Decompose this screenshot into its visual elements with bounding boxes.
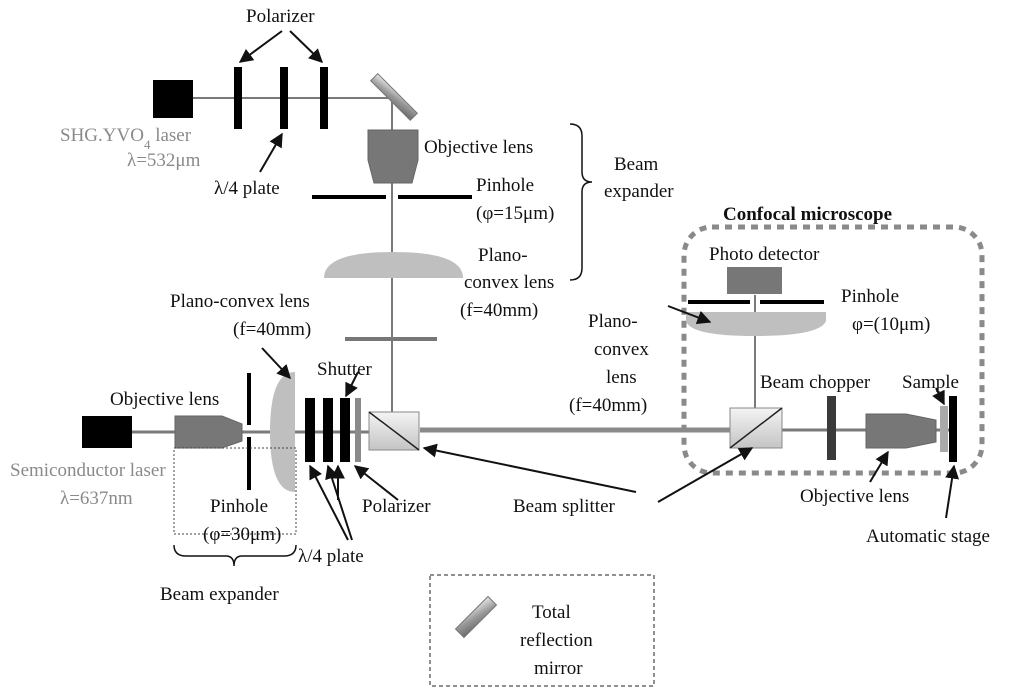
quarter-plate-b <box>323 398 333 462</box>
label-shg-wavelength: λ=532μm <box>127 150 201 171</box>
arrow-polarizer-1 <box>238 30 283 63</box>
arrow-shutter <box>345 371 359 398</box>
arrow-objective-right <box>869 450 889 483</box>
arrow-stage <box>945 464 960 519</box>
label-automatic-stage: Automatic stage <box>866 526 990 547</box>
arrow-polarizer-bottom-1 <box>353 465 399 501</box>
label-pinhole-right-size: φ=(10μm) <box>852 314 930 335</box>
label-legend-2: reflection <box>520 630 593 651</box>
label-polarizer-top: Polarizer <box>246 6 315 27</box>
label-shg-laser-prefix: SHG.YVO <box>60 125 144 146</box>
arrow-quarter-top <box>259 132 283 173</box>
semiconductor-laser-box <box>82 416 132 448</box>
quarter-wave-plate-top <box>280 67 288 129</box>
beam-expander-brace-bottom <box>173 544 297 567</box>
beam-expander-brace-top <box>569 123 593 281</box>
automatic-stage <box>949 396 957 462</box>
label-confocal-microscope: Confocal microscope <box>723 204 892 225</box>
label-shg-laser: SHG.YVO4 laser <box>60 125 192 152</box>
label-plano-right-4: (f=40mm) <box>569 395 647 416</box>
label-beam-chopper: Beam chopper <box>760 372 871 393</box>
sample <box>940 406 948 452</box>
legend-mirror-icon <box>454 595 498 639</box>
beam-chopper <box>827 396 836 460</box>
label-semiconductor-wavelength: λ=637nm <box>60 488 133 509</box>
label-plano-left-2: (f=40mm) <box>233 319 311 340</box>
label-pinhole-left: Pinhole <box>210 496 268 517</box>
polarizer-plate-2 <box>320 67 328 129</box>
label-plano-right-2: convex <box>594 339 649 360</box>
plano-convex-lens-right <box>686 312 826 336</box>
label-quarter-plate-bottom: λ/4 plate <box>298 546 364 567</box>
label-pinhole-right: Pinhole <box>841 286 899 307</box>
legend-box <box>429 574 655 687</box>
arrow-quarter-bottom-1 <box>309 464 349 541</box>
arrow-plano-right <box>667 305 712 325</box>
beam-expander-dotted-box <box>173 447 297 535</box>
quarter-plate-a <box>305 398 315 462</box>
label-legend-3: mirror <box>534 658 583 679</box>
beam-splitter-left-diagonal <box>368 411 420 451</box>
polarizer-plate-left <box>340 398 350 462</box>
arrow-plano-left <box>261 347 291 380</box>
arrow-splitter-right <box>657 447 754 503</box>
label-plano-mid-2: convex lens <box>464 272 554 293</box>
label-shg-laser-suffix: laser <box>150 125 191 146</box>
label-quarter-plate-top: λ/4 plate <box>214 178 280 199</box>
label-plano-right-3: lens <box>606 367 637 388</box>
label-plano-right-1: Plano- <box>588 311 638 332</box>
objective-lens-right <box>865 413 937 449</box>
label-shutter: Shutter <box>317 359 373 380</box>
arrow-splitter-left <box>422 443 637 493</box>
arrow-polarizer-2 <box>289 30 324 63</box>
arrows <box>238 30 960 541</box>
label-sample: Sample <box>902 372 959 393</box>
label-photo-detector: Photo detector <box>709 244 820 265</box>
label-beam-expander-bottom: Beam expander <box>160 584 279 605</box>
label-shg-laser-subscript: 4 <box>144 137 151 152</box>
label-polarizer-bottom: Polarizer <box>362 496 431 517</box>
beam-splitter-right-diagonal <box>729 407 783 449</box>
label-beam-expander-top-2: expander <box>604 181 674 202</box>
label-objective-lens-right: Objective lens <box>800 486 909 507</box>
label-pinhole-top-size: (φ=15μm) <box>476 203 554 224</box>
confocal-microscope-box <box>681 224 985 476</box>
label-plano-mid-3: (f=40mm) <box>460 300 538 321</box>
plano-convex-lens-top <box>324 252 463 278</box>
label-pinhole-left-size: (φ=30μm) <box>203 524 281 545</box>
shg-laser-box <box>153 80 193 118</box>
label-beam-splitter: Beam splitter <box>513 496 616 517</box>
label-objective-lens-top: Objective lens <box>424 137 533 158</box>
objective-lens-left <box>174 415 243 449</box>
total-reflection-mirror-top <box>369 72 419 122</box>
photo-detector <box>727 267 782 294</box>
label-plano-left-1: Plano-convex lens <box>170 291 310 312</box>
label-beam-expander-top-1: Beam <box>614 154 659 175</box>
label-objective-lens-left: Objective lens <box>110 389 219 410</box>
arrow-sample <box>932 387 945 406</box>
shutter-left <box>355 398 361 462</box>
polarizer-plate-1 <box>234 67 242 129</box>
objective-lens-top <box>367 129 419 184</box>
plano-convex-lens-left <box>270 372 295 492</box>
label-legend-1: Total <box>532 602 571 623</box>
label-semiconductor-laser: Semiconductor laser <box>10 460 166 481</box>
label-plano-mid-1: Plano- <box>478 245 528 266</box>
label-pinhole-top: Pinhole <box>476 175 534 196</box>
arrow-quarter-bottom-2 <box>325 464 353 541</box>
